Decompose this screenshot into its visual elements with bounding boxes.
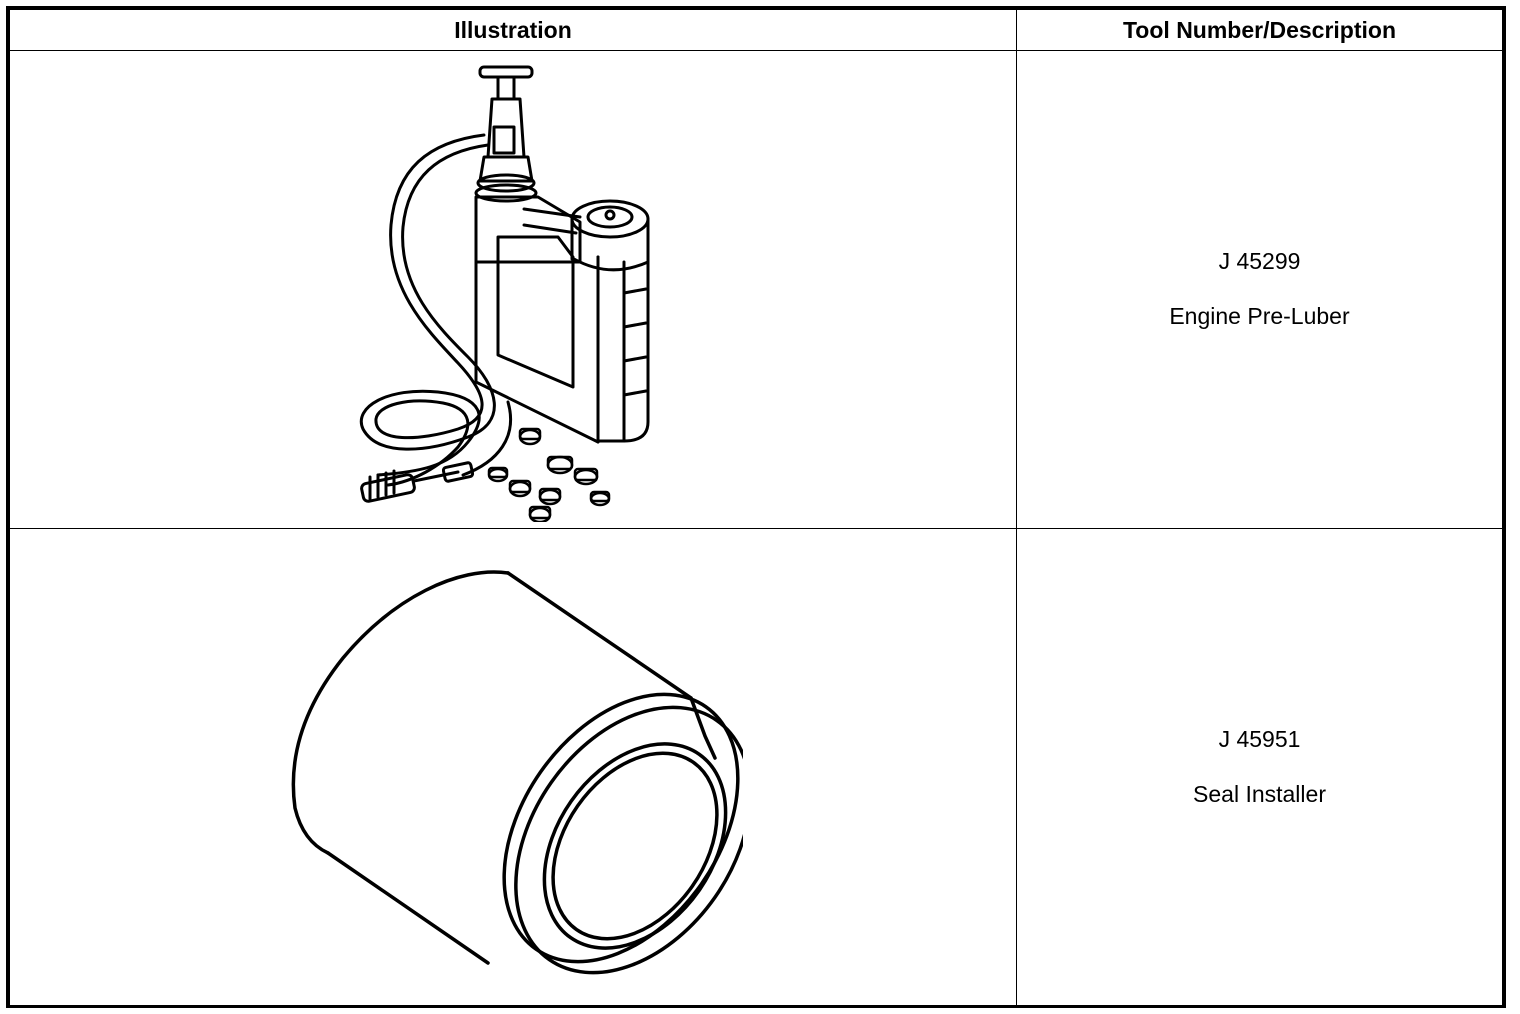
illustration-cell [9,528,1017,1007]
illustration-cell [9,50,1017,529]
tool-description-cell: J 45951 Seal Installer [1016,528,1503,1007]
engine-pre-luber-icon [359,65,650,522]
header-row: Illustration Tool Number/Description [9,9,1503,51]
tools-table: Illustration Tool Number/Description [6,6,1506,1008]
header-tool-number-description: Tool Number/Description [1016,9,1503,51]
special-tools-table: Illustration Tool Number/Description [9,9,1503,1007]
seal-installer-icon [291,569,743,974]
header-illustration: Illustration [9,9,1017,51]
tool-number: J 45299 [1218,248,1301,275]
table-row: J 45951 Seal Installer [9,528,1503,1007]
tool-description: Engine Pre-Luber [1169,303,1350,329]
tool-description-cell: J 45299 Engine Pre-Luber [1016,50,1503,529]
tool-description: Seal Installer [1193,781,1326,807]
table-row: J 45299 Engine Pre-Luber [9,50,1503,529]
tool-number: J 45951 [1218,726,1301,753]
